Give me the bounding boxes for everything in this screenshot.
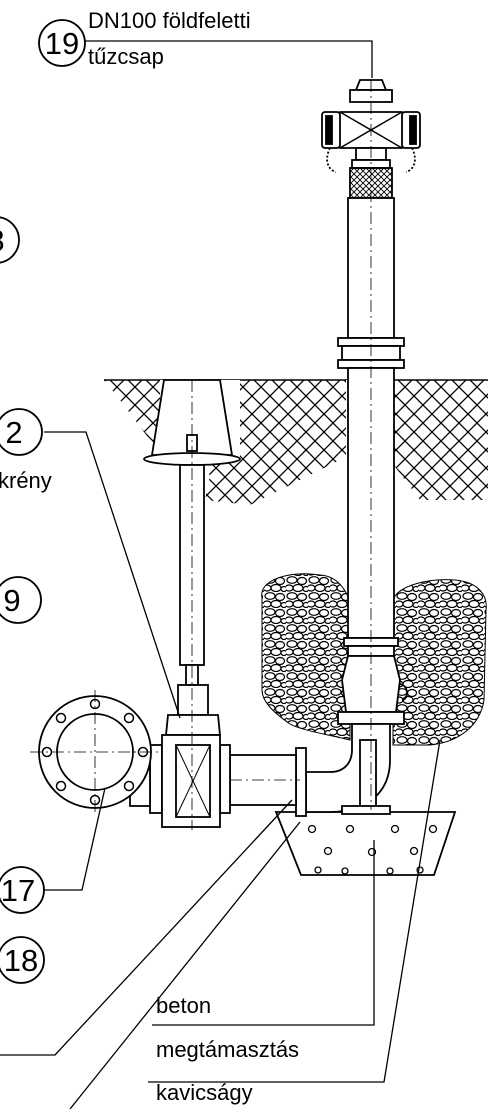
callout-19: 19	[38, 19, 86, 67]
leader-lines	[0, 40, 441, 1109]
svg-text:18: 18	[4, 943, 38, 978]
megtamasztas-label: megtámasztás	[156, 1037, 299, 1062]
callout-18: 18	[0, 936, 45, 984]
callout-9: 9	[0, 576, 42, 624]
svg-text:9: 9	[3, 583, 20, 618]
gravel-bed	[261, 573, 487, 746]
above-ground-hydrant	[295, 79, 421, 817]
beton-label: beton	[156, 993, 211, 1018]
svg-text:17: 17	[1, 873, 35, 908]
concrete-support	[274, 811, 457, 876]
gate-valve-assembly	[143, 379, 241, 828]
hydrant-label-line1: DN100 földfeletti	[88, 8, 251, 33]
svg-text:8: 8	[0, 223, 5, 258]
callout-17: 17	[0, 866, 45, 914]
callout-2: 2	[0, 408, 43, 456]
callout-8: 8	[0, 216, 20, 264]
svg-text:19: 19	[45, 26, 79, 61]
center-lines	[30, 80, 372, 830]
kavicsagy-label: kavicságy	[156, 1080, 253, 1105]
svg-text:2: 2	[5, 415, 22, 450]
cabinet-label-partial: krény	[0, 468, 52, 493]
hydrant-label-line2: tűzcsap	[88, 44, 164, 69]
